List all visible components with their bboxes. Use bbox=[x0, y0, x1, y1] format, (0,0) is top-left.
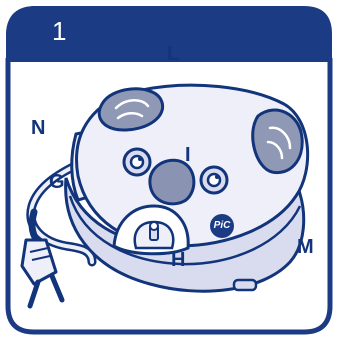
koala-nose bbox=[150, 160, 194, 204]
device-foot bbox=[234, 280, 256, 290]
label-l: L bbox=[167, 44, 179, 64]
power-plug bbox=[22, 240, 62, 306]
label-n: N bbox=[31, 118, 45, 138]
label-h: H bbox=[171, 250, 185, 270]
label-i: I bbox=[185, 145, 191, 165]
right-ear bbox=[253, 110, 302, 173]
right-eye bbox=[201, 167, 227, 193]
label-m: M bbox=[297, 237, 314, 257]
pic-logo-text: PiC bbox=[212, 220, 232, 232]
step-number: 1 bbox=[52, 18, 66, 44]
left-eye bbox=[124, 149, 150, 175]
label-g: G bbox=[49, 172, 65, 192]
